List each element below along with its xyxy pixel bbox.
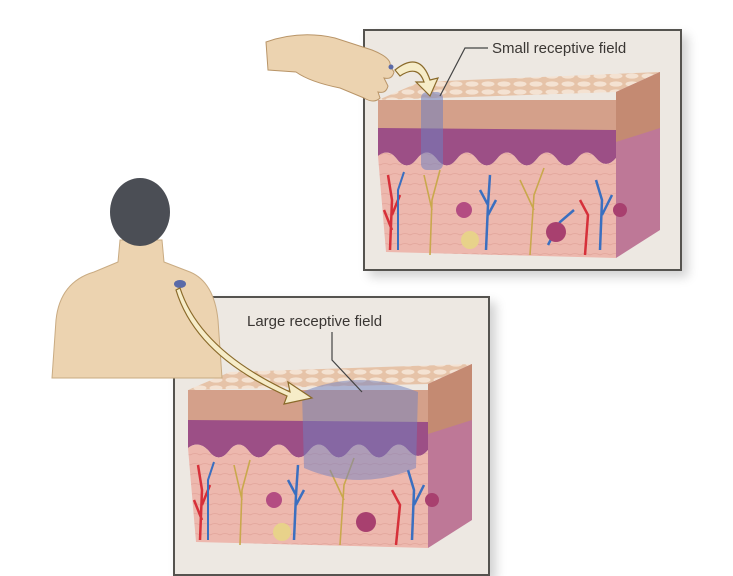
skin-block-small (378, 47, 660, 258)
small-receptive-field-label: Small receptive field (492, 40, 627, 57)
arrow-to-large-field (175, 287, 314, 405)
skin-block-large (188, 332, 472, 548)
small-receptive-field-marker (421, 92, 443, 170)
illustration-layer (51, 34, 660, 548)
hand-illustration (265, 34, 395, 102)
stimulus-point-finger (388, 64, 394, 70)
arrow-to-small-field (394, 61, 440, 98)
large-receptive-field-label: Large receptive field (247, 313, 383, 330)
stimulus-point-shoulder (174, 280, 186, 288)
human-back-illustration (51, 178, 223, 379)
large-receptive-field-marker (302, 380, 418, 480)
